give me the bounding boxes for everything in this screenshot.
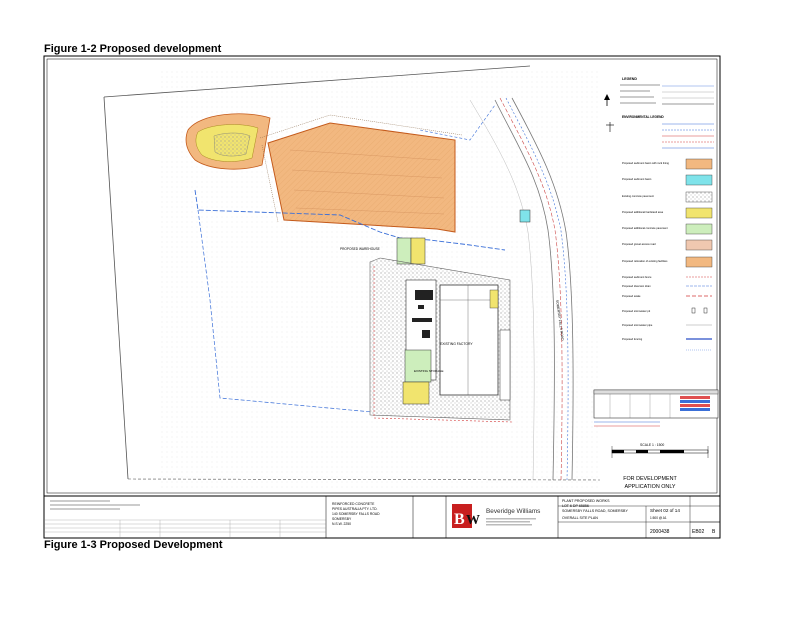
stamp-line2: APPLICATION ONLY <box>624 484 675 490</box>
road-edge-west <box>494 99 555 481</box>
plan-label-storage: EXISTING STORAGE <box>414 369 443 373</box>
svg-text:B: B <box>454 511 465 528</box>
svg-text:PIPES AUSTRALIA PTY. LTD.: PIPES AUSTRALIA PTY. LTD. <box>332 507 378 511</box>
svg-text:Proposed additional concrete p: Proposed additional concrete pavement <box>622 226 668 230</box>
proposed-sediment-fence <box>373 266 513 423</box>
svg-text:Proposed additional hardstand: Proposed additional hardstand area <box>622 210 664 214</box>
figure-caption-bottom: Figure 1-3 Proposed Development <box>44 539 223 551</box>
proposed-pad-green <box>396 237 412 265</box>
svg-text:Sheet 02 of 14: Sheet 02 of 14 <box>650 508 680 513</box>
proposed-addition-yellow <box>402 381 430 405</box>
company-name: Beveridge Williams <box>486 508 540 515</box>
proposed-diversion-drain <box>194 189 506 251</box>
svg-text:SOMERSBY FALLS ROAD, SOMERSBY: SOMERSBY FALLS ROAD, SOMERSBY <box>562 509 628 513</box>
svg-text:SCALE 1 : 1500: SCALE 1 : 1500 <box>640 443 664 447</box>
road-edge-east <box>511 97 574 481</box>
svg-text:REINFORCED CONCRETE: REINFORCED CONCRETE <box>332 502 375 506</box>
svg-text:W: W <box>466 513 480 528</box>
culvert-marker <box>519 209 531 223</box>
svg-text:N.S.W. 2250: N.S.W. 2250 <box>332 522 351 526</box>
svg-text:1:500 @ A1: 1:500 @ A1 <box>650 516 667 520</box>
classification-table <box>593 389 719 427</box>
plan-label-road: SOMERSBY FALLS ROAD <box>555 300 565 342</box>
svg-text:ENVIRONMENTAL LEGEND: ENVIRONMENTAL LEGEND <box>622 115 664 119</box>
proposed-addition-green <box>404 349 432 383</box>
proposed-pad-yellow <box>410 237 426 265</box>
svg-text:Proposed fencing: Proposed fencing <box>622 337 643 341</box>
north-arrow-icon <box>604 94 614 132</box>
svg-text:Proposed stormwater pit: Proposed stormwater pit <box>622 309 650 313</box>
svg-text:SOMERSBY: SOMERSBY <box>332 517 352 521</box>
beveridge-williams-logo-icon: B W <box>452 504 480 528</box>
proposed-swale <box>197 209 373 413</box>
svg-text:Proposed sediment basin with r: Proposed sediment basin with rock lining <box>622 161 670 165</box>
svg-text:Proposed relocation of existin: Proposed relocation of existing faciliti… <box>622 259 668 263</box>
svg-text:Proposed diversion drain: Proposed diversion drain <box>622 284 651 288</box>
existing-factory-building <box>439 284 499 396</box>
svg-text:140 SOMERSBY FALLS ROAD: 140 SOMERSBY FALLS ROAD <box>332 512 380 516</box>
svg-text:OVERALL SITE PLAN: OVERALL SITE PLAN <box>562 516 598 520</box>
svg-text:EB02: EB02 <box>692 529 704 535</box>
svg-text:LEGEND: LEGEND <box>622 77 637 81</box>
svg-text:2000438: 2000438 <box>650 529 670 535</box>
property-boundary-north <box>103 65 531 98</box>
svg-text:Proposed sediment basin: Proposed sediment basin <box>622 177 652 181</box>
title-block: REINFORCED CONCRETE PIPES AUSTRALIA PTY.… <box>43 495 721 539</box>
plan-label-factory: EXISTING FACTORY <box>440 342 473 346</box>
svg-text:Proposed swale: Proposed swale <box>622 294 641 298</box>
stamp-line1: FOR DEVELOPMENT <box>623 476 677 482</box>
svg-text:LOT 6 DP 65856: LOT 6 DP 65856 <box>562 504 589 508</box>
plan-label-warehouse: PROPOSED WAREHOUSE <box>340 247 380 251</box>
svg-text:Existing concrete pavement: Existing concrete pavement <box>622 194 654 198</box>
svg-text:Proposed gravel access road: Proposed gravel access road <box>622 242 656 246</box>
legend-panel: LEGEND ENVIRONMENTAL LEGEND Proposed sed… <box>620 77 714 351</box>
figure-caption-top: Figure 1-2 Proposed development <box>44 43 222 55</box>
svg-text:PLANT PROPOSED WORKS: PLANT PROPOSED WORKS <box>562 499 610 503</box>
svg-text:Proposed sediment fence: Proposed sediment fence <box>622 275 652 279</box>
property-boundary-west <box>103 96 129 480</box>
scale-bar: SCALE 1 : 1500 <box>611 443 709 458</box>
svg-text:Proposed stormwater pipe: Proposed stormwater pipe <box>622 323 653 327</box>
svg-text:B: B <box>712 529 716 535</box>
